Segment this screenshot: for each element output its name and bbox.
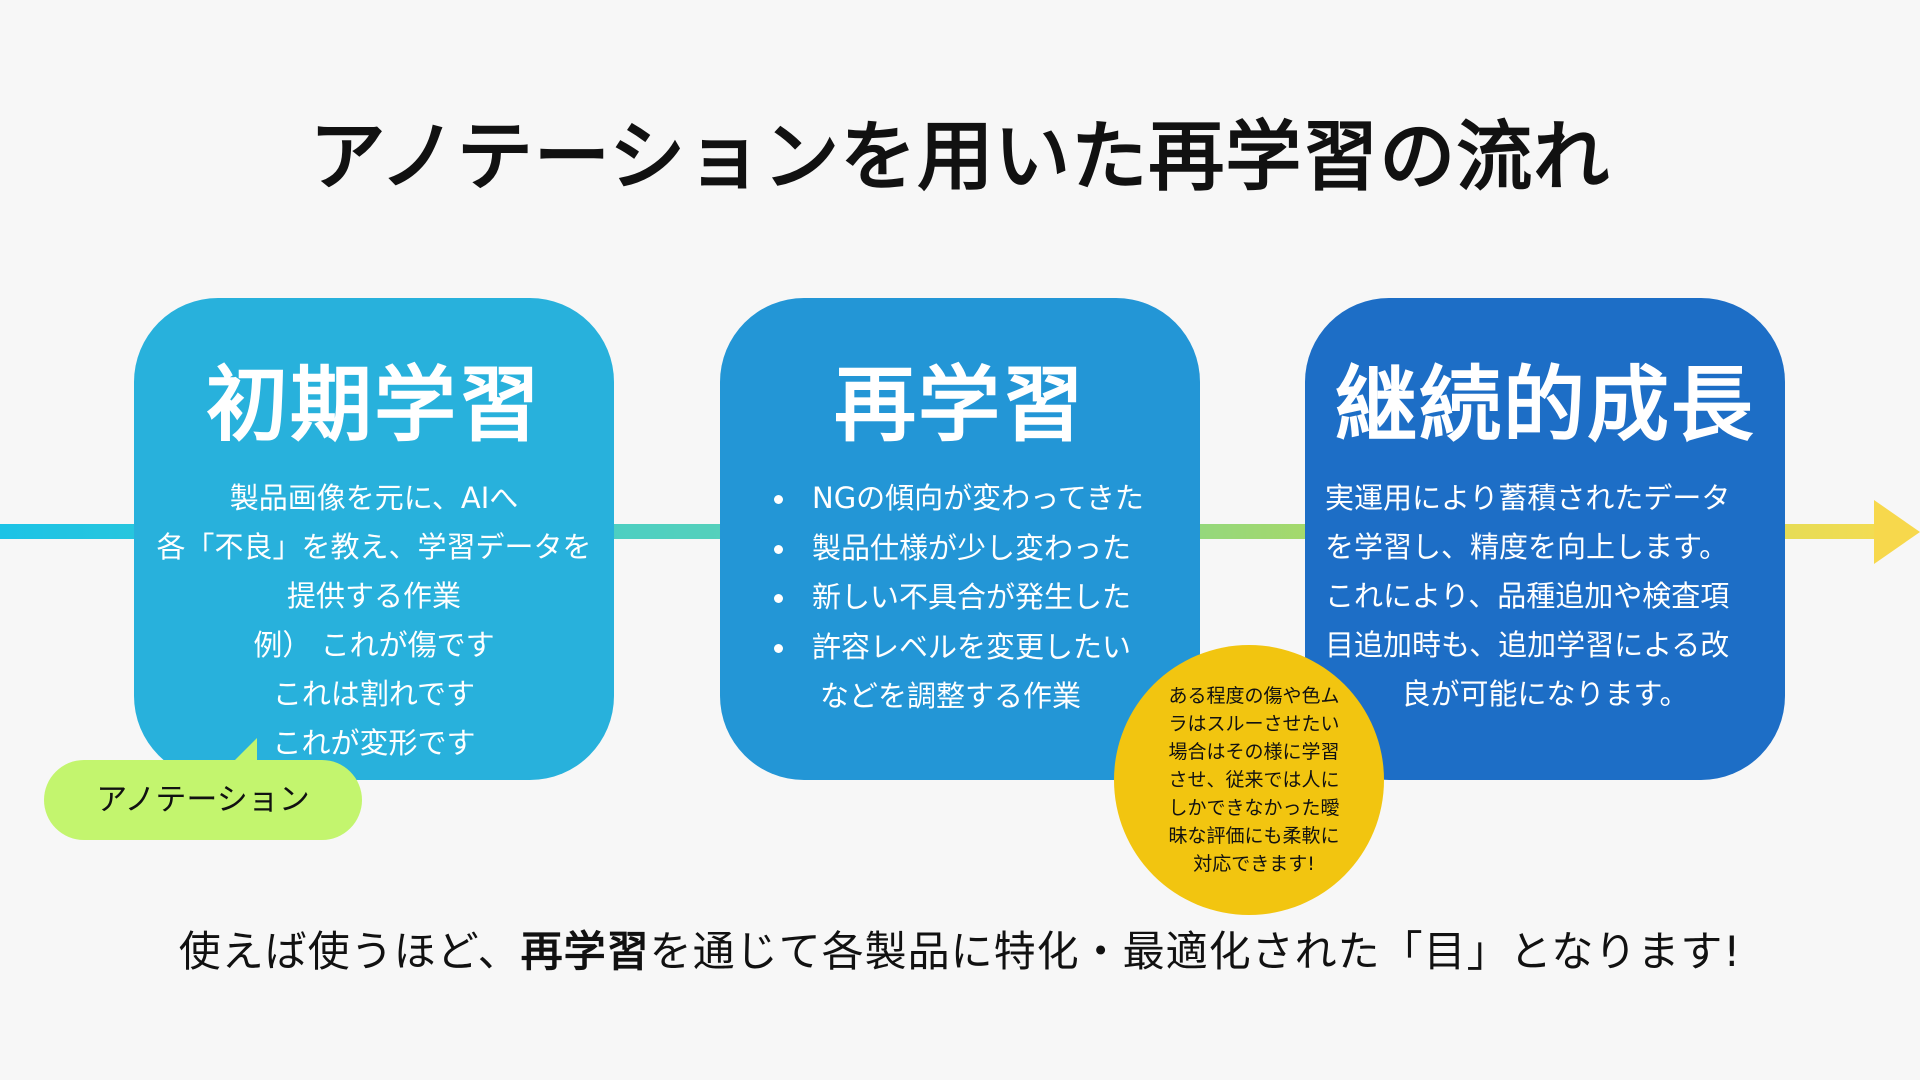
footer-prefix: 使えば使うほど、	[178, 927, 521, 976]
note-text: ある程度の傷や色ム ラはスルーさせたい 場合はその様に学習 させ、従来では人に …	[1154, 682, 1354, 878]
bullet-item: 許容レベルを変更したい	[768, 623, 1144, 673]
annotation-speech-bubble: アノテーション	[44, 760, 362, 840]
card-title: 再学習	[833, 358, 1086, 453]
bullet-item: 新しい不具合が発生した	[768, 573, 1144, 623]
card-text-line: などを調整する作業	[820, 679, 1082, 713]
arrow-head-icon	[1874, 500, 1920, 564]
card-text-line: 実運用により蓄積されたデータ	[1325, 481, 1731, 515]
card-bullet-list: NGの傾向が変わってきた 製品仕様が少し変わった 新しい不具合が発生した 許容レ…	[768, 474, 1144, 722]
card-description: 実運用により蓄積されたデータ を学習し、精度を向上します。 これにより、品種追加…	[1325, 474, 1765, 719]
card-text-line: 良が可能になります。	[1401, 677, 1689, 711]
bullet-item: 製品仕様が少し変わった	[768, 524, 1144, 574]
card-text-line: 例） これが傷です	[253, 628, 495, 662]
note-line: 場合はその様に学習	[1168, 741, 1340, 763]
card-title: 継続的成長	[1334, 358, 1755, 453]
footer-message: 使えば使うほど、再学習を通じて各製品に特化・最適化された「目」となります!	[0, 918, 1920, 979]
card-title: 初期学習	[205, 358, 542, 453]
footer-bold-term: 再学習	[520, 927, 650, 976]
page-title: アノテーションを用いた再学習の流れ	[309, 112, 1611, 201]
note-line: させ、従来では人に	[1168, 769, 1340, 791]
card-text-line: 提供する作業	[286, 579, 461, 613]
card-description: 製品画像を元に、AIへ 各「不良」を教え、学習データを 提供する作業 例） これ…	[134, 474, 614, 768]
footer-suffix: を通じて各製品に特化・最適化された「目」となります!	[649, 927, 1742, 976]
card-text-line: 目追加時も、追加学習による改	[1325, 628, 1730, 662]
card-text-line: これにより、品種追加や検査項	[1325, 579, 1730, 613]
card-text-line: 各「不良」を教え、学習データを	[156, 530, 592, 564]
card-relearning: 再学習 NGの傾向が変わってきた 製品仕様が少し変わった 新しい不具合が発生した…	[720, 298, 1200, 780]
card-continuous-growth: 継続的成長 実運用により蓄積されたデータ を学習し、精度を向上します。 これによ…	[1305, 298, 1785, 780]
note-circle: ある程度の傷や色ム ラはスルーさせたい 場合はその様に学習 させ、従来では人に …	[1114, 645, 1384, 915]
note-line: ラはスルーさせたい	[1168, 713, 1340, 735]
card-initial-learning: 初期学習 製品画像を元に、AIへ 各「不良」を教え、学習データを 提供する作業 …	[134, 298, 614, 780]
card-text-line: これは割れです	[272, 677, 476, 711]
bullet-item: NGの傾向が変わってきた	[768, 474, 1144, 524]
card-text-line: を学習し、精度を向上します。	[1325, 530, 1729, 564]
card-text-line: これが変形です	[272, 726, 476, 760]
note-line: 対応できます!	[1193, 853, 1315, 875]
note-line: 昧な評価にも柔軟に	[1168, 825, 1340, 847]
note-line: ある程度の傷や色ム	[1168, 685, 1340, 707]
card-text-line: 製品画像を元に、AIへ	[229, 481, 519, 515]
note-line: しかできなかった曖	[1168, 797, 1340, 819]
